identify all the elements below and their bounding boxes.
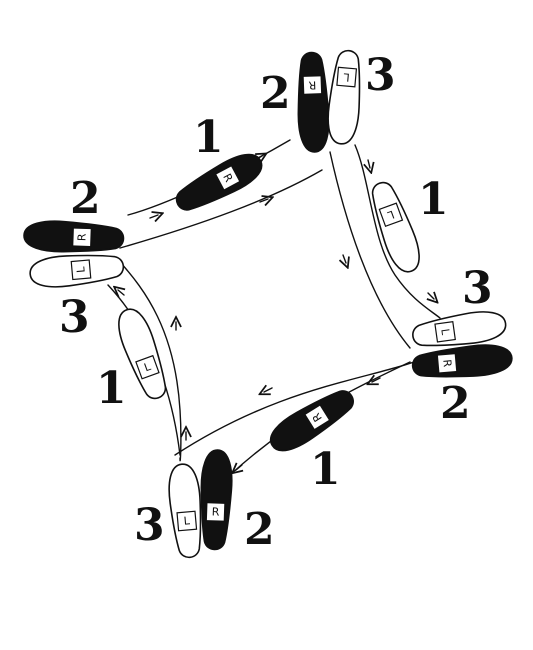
step-number-1-bottom: 1 <box>310 444 341 495</box>
step-number-3-left: 3 <box>59 292 90 343</box>
path-line-right-outer <box>354 144 441 319</box>
foot-letter-r: R <box>440 359 454 368</box>
arrow-right-1 <box>368 159 370 168</box>
footprint-left-top: L <box>327 49 361 145</box>
arrow-top-2 <box>259 199 268 202</box>
foot-letter-r: R <box>308 78 316 91</box>
footprint-right-right: R <box>411 344 513 378</box>
foot-letter-l: L <box>183 514 191 528</box>
arrow-right-3 <box>428 293 434 299</box>
step-number-3-top: 3 <box>365 50 396 101</box>
foot-letter-l: L <box>142 360 153 375</box>
arrow-top-1 <box>149 215 158 218</box>
step-number-1-right: 1 <box>418 174 449 225</box>
arrow-bottom-1 <box>372 378 381 382</box>
step-number-2-left: 2 <box>70 173 101 224</box>
footprint-left-right: L <box>412 311 507 347</box>
footprint-right-left: R <box>23 220 125 253</box>
foot-letter-l: L <box>74 265 88 273</box>
step-numbers: 3 2 1 3 2 1 2 3 1 2 3 1 <box>59 50 493 555</box>
arrow-bottom-2 <box>264 388 273 392</box>
step-number-3-right: 3 <box>462 263 493 314</box>
path-line-left-outer <box>119 261 182 462</box>
foot-letter-l: L <box>342 70 350 84</box>
footprint-right-bottom-middle: R <box>269 390 354 452</box>
step-number-1-top: 1 <box>193 112 224 163</box>
arrow-left-2 <box>118 290 124 295</box>
footprint-right-bottom: R <box>200 449 233 551</box>
foot-letter-r: R <box>212 505 220 518</box>
foot-letter-l: L <box>438 328 452 337</box>
foot-letter-r: R <box>75 233 88 241</box>
step-number-2-right: 2 <box>440 378 471 429</box>
footprint-left-left-middle: L <box>118 308 167 400</box>
step-number-2-bottom-left: 2 <box>244 504 275 555</box>
foot-letter-l: L <box>385 208 396 223</box>
footprint-right-top-middle: R <box>175 153 263 211</box>
step-number-3-bottom-left: 3 <box>134 500 165 551</box>
footprint-left-bottom: L <box>168 463 202 559</box>
path-line-top-inner <box>119 169 323 249</box>
path-line-right-inner <box>329 151 411 349</box>
footprint-right-top: R <box>297 51 330 153</box>
footprint-left-right-upper: L <box>371 181 420 273</box>
arrow-bottom-3 <box>236 465 242 470</box>
step-number-1-left: 1 <box>96 363 127 414</box>
footprint-left-left: L <box>29 254 125 288</box>
step-number-2-top: 2 <box>260 68 291 119</box>
arrow-right-2 <box>343 254 346 263</box>
